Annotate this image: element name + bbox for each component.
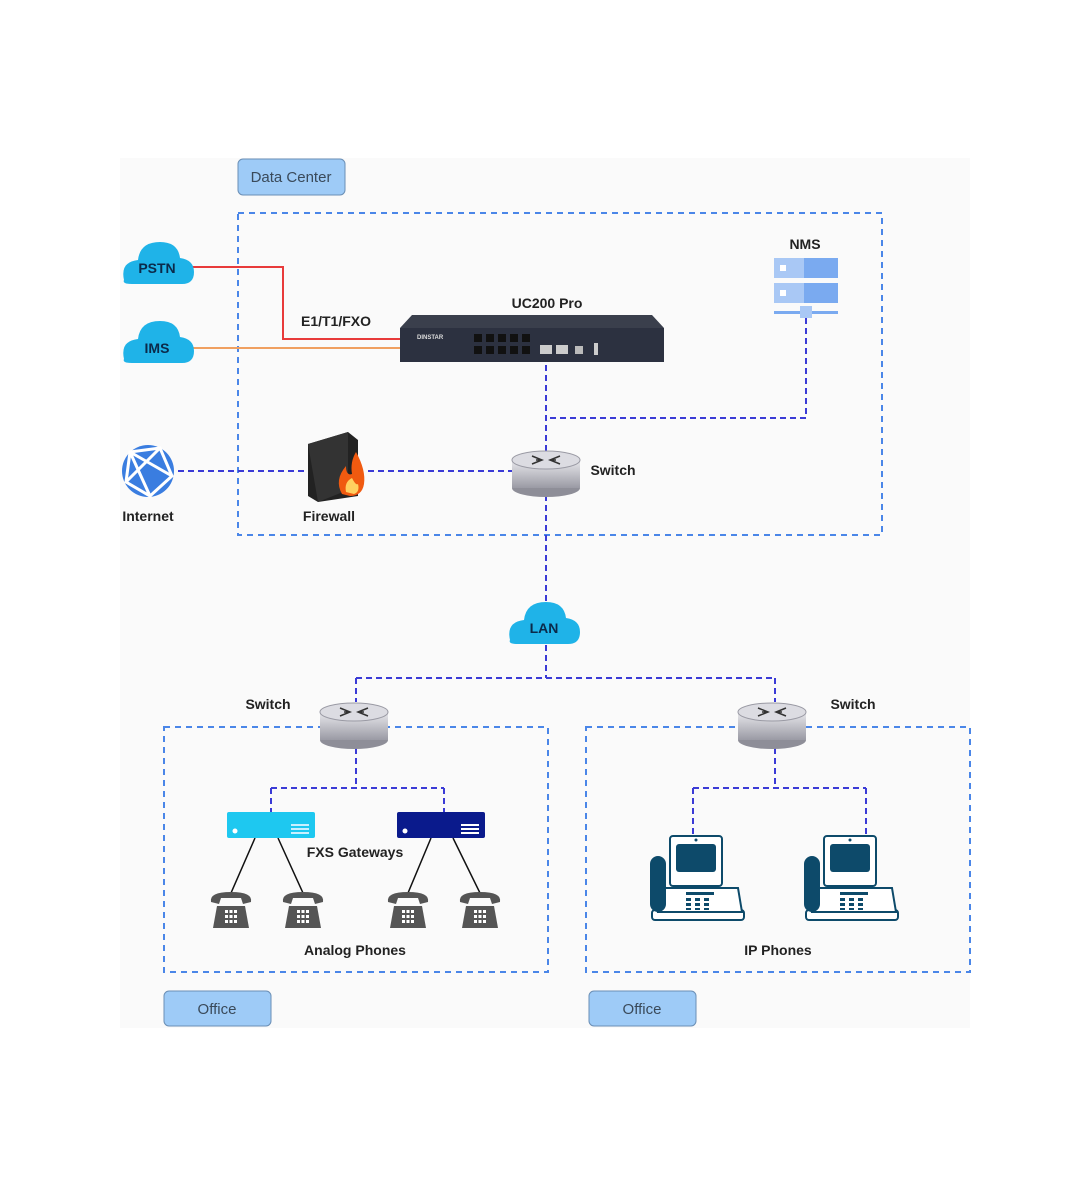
fxs-gateways-label: FXS Gateways (307, 844, 404, 860)
device-brand: DINSTAR (417, 335, 444, 341)
analog-phone-icon (282, 892, 324, 928)
pstn-link (186, 266, 400, 340)
lan-label: LAN (530, 620, 559, 636)
left-switch-label: Switch (245, 696, 290, 712)
right-switch-label: Switch (830, 696, 875, 712)
data-center-zone: Data Center (237, 158, 883, 536)
ims-cloud: IMS (123, 321, 194, 363)
analog-phone-icon (459, 892, 501, 928)
internet-label: Internet (122, 508, 174, 524)
office-right-label: Office (623, 1001, 662, 1018)
firewall-icon (308, 432, 365, 502)
left-switch-icon (319, 702, 389, 750)
fxs-gateway-light (227, 812, 315, 838)
uc200-device: UC200 Pro DINSTAR (400, 295, 664, 362)
firewall-label: Firewall (303, 508, 355, 524)
ip-phones-label: IP Phones (744, 942, 812, 958)
data-center-label: Data Center (251, 169, 332, 186)
fxs-gateway-dark (397, 812, 485, 838)
core-switch-label: Switch (590, 462, 635, 478)
nms-server: NMS (774, 236, 838, 318)
core-switch-icon (511, 450, 581, 498)
nms-label: NMS (789, 236, 820, 252)
trunk-label: E1/T1/FXO (301, 313, 371, 329)
lan-cloud: LAN (509, 602, 580, 644)
right-switch-icon (737, 702, 807, 750)
office-left-label: Office (198, 1001, 237, 1018)
pstn-label: PSTN (138, 260, 175, 276)
pstn-cloud: PSTN (123, 242, 194, 284)
internet-globe-icon (122, 445, 174, 498)
uc200-label: UC200 Pro (512, 295, 583, 311)
links (178, 266, 867, 894)
ims-label: IMS (145, 340, 170, 356)
analog-phone-icon (210, 892, 252, 928)
analog-phones-label: Analog Phones (304, 942, 406, 958)
analog-phone-icon (387, 892, 429, 928)
